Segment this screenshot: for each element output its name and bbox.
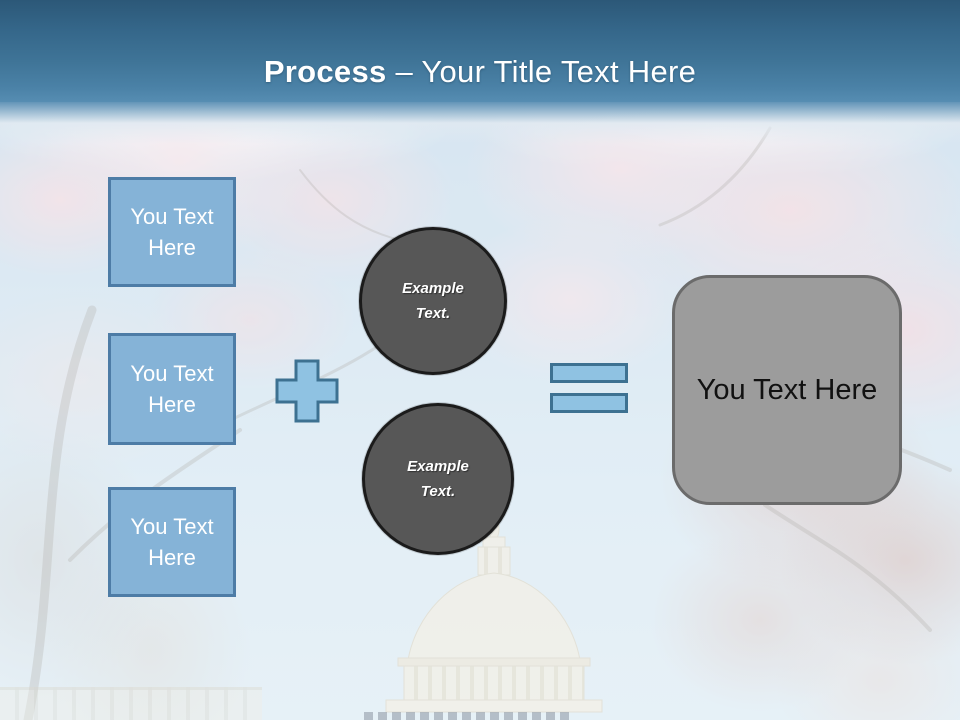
input-box-2[interactable]: You Text Here (108, 333, 236, 445)
plus-sign-icon[interactable] (274, 358, 340, 429)
title-band-fade (0, 102, 960, 144)
example-circle-1[interactable]: Example Text. (359, 227, 507, 375)
input-box-1[interactable]: You Text Here (108, 177, 236, 287)
slide-title-keyword: Process (263, 54, 387, 89)
result-box-label: You Text Here (696, 373, 878, 406)
example-circle-2[interactable]: Example Text. (362, 403, 514, 555)
slide-title-subtitle: – Your Title Text Here (386, 54, 697, 89)
result-box[interactable]: You Text Here (672, 275, 902, 505)
capitol-dome-photo (364, 517, 603, 720)
input-box-1-label: You Text Here (130, 204, 214, 260)
capitol-wing-building (0, 687, 262, 720)
equals-sign-icon[interactable] (550, 363, 628, 413)
input-box-2-label: You Text Here (130, 361, 214, 417)
example-circle-1-label: Example Text. (402, 280, 464, 322)
equals-bar-bottom (550, 393, 628, 413)
input-box-3[interactable]: You Text Here (108, 487, 236, 597)
example-circle-2-label: Example Text. (407, 458, 469, 500)
slide-title[interactable]: Process – Your Title Text Here (0, 54, 960, 90)
title-band (0, 0, 960, 102)
input-box-3-label: You Text Here (130, 514, 214, 570)
equals-bar-top (550, 363, 628, 383)
